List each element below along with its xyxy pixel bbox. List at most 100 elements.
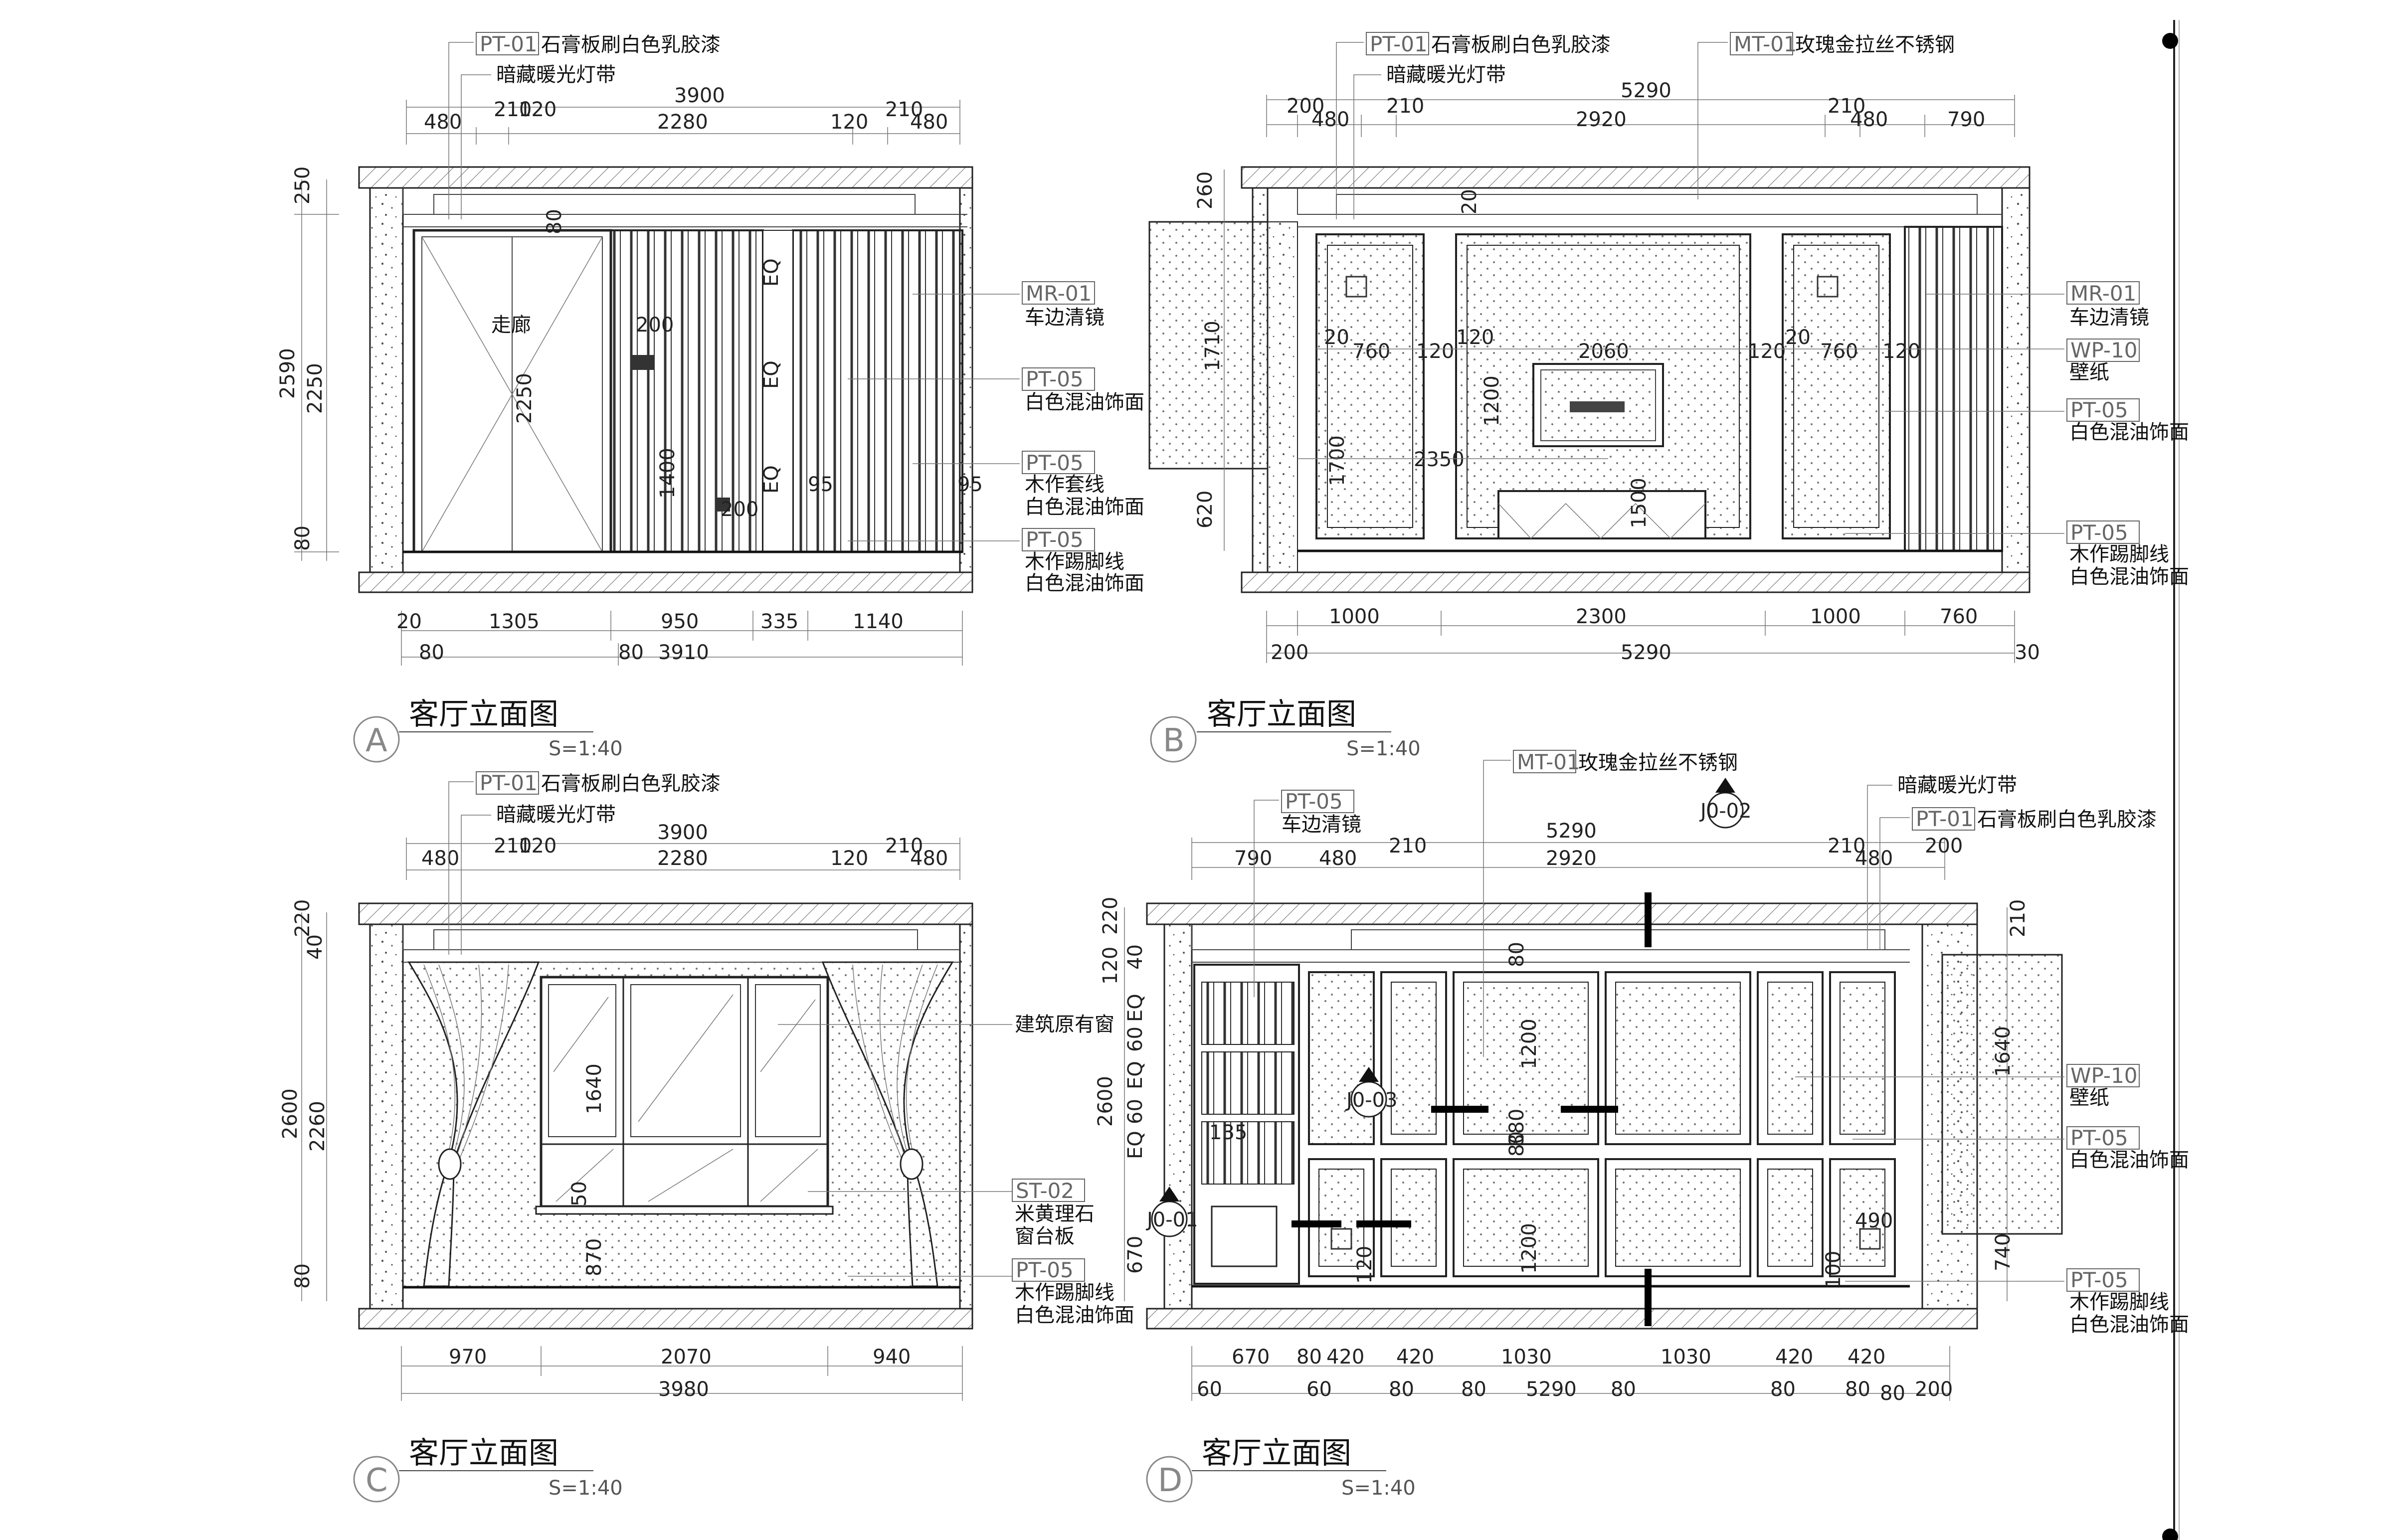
dim-overall: 3900 [674,84,725,107]
inner-dims-d: 80 1200 880 80 1200 120 490 100 [1353,942,1893,1289]
material-code: PT-01 [480,771,538,795]
dimension-label: 40 [1124,944,1147,970]
ceiling-slab [1241,166,2031,189]
dim-inner: EQ [760,258,783,287]
callout-text: 木作踢脚线 [1015,1281,1114,1304]
dimension-label: 60 [1197,1378,1222,1401]
material-code: MR-01 [2070,281,2136,306]
dimension-label: 420 [1396,1346,1434,1369]
dimension-label: 670 [1232,1346,1270,1369]
callout-text: 玫瑰金拉丝不锈钢 [1795,33,1955,56]
dim-left: 2250 [304,363,327,414]
title-block-a: A 客厅立面图 S=1:40 [353,697,623,763]
dim-left: 2590 [276,348,299,399]
elevation-id: A [366,722,387,759]
elevation-d: J0-02 J0-03 J0-01 5290 790 480 210 2920 … [1094,750,2189,1503]
dimension-label: 客厅立面图 [409,1436,558,1471]
callout-text: 玫瑰金拉丝不锈钢 [1578,751,1738,774]
dimension-label: 940 [873,1346,911,1369]
dimension-label: 670 [1124,1236,1147,1274]
callout-text: 白色混油饰面 [1015,1304,1134,1327]
dimension-label: S=1:40 [1346,737,1421,760]
dimension-label: 880 [1505,1109,1528,1147]
inner-dims-b: 20 20 760 120 120 2060 120 760 120 20 17… [1297,189,1920,528]
dimension-label: 60 [1124,1099,1147,1124]
dimension-label: S=1:40 [1341,1477,1416,1500]
dim-inner: EQ [760,465,783,494]
material-code: ST-02 [1016,1179,1074,1203]
material-code: PT-05 [2070,1268,2128,1292]
dimension-label: 790 [1947,108,1985,131]
dimension-label: 210 [1386,95,1424,118]
dimension-label: 2920 [1576,108,1627,131]
dimension-label: 210 [1389,835,1427,857]
existing-window [540,976,829,1208]
dimension-label: 210 [1828,95,1865,118]
dimension-label: 80 [1461,1378,1486,1401]
dimension-label: 220 [1099,897,1122,935]
callout-text: 白色混油饰面 [1025,496,1144,518]
dimension-label: 120 [1748,340,1786,363]
dim-top: 120 [519,98,556,121]
dimension-label: 5290 [1546,820,1597,843]
dimension-label: 80 [1389,1378,1414,1401]
elevation-c: 3900 480 210 120 2280 120 210 480 220 40… [279,771,1134,1503]
callout-text: 壁纸 [2069,1086,2109,1109]
dim-inner: 2250 [513,373,536,424]
bottom-dims-d: 670 80 420 420 1030 1030 420 420 60 60 8… [1191,1346,1953,1405]
dimension-label: 2600 [1094,1076,1117,1127]
callout-text: 建筑原有窗 [1015,1013,1114,1036]
dimension-label: 50 [568,1181,591,1206]
callout-text: 木作踢脚线 [1025,550,1124,573]
ceiling-slab [358,166,973,189]
material-code: PT-05 [2070,1126,2128,1150]
dimension-label: 1200 [1518,1223,1541,1274]
dimension-label: 80 [1845,1378,1870,1401]
dimension-label: 790 [1234,847,1272,870]
callout-text: 暗藏暖光灯带 [496,63,616,86]
top-dims-a: 3900 480 210 120 2280 120 210 480 [406,84,960,145]
top-dims-d: 5290 790 480 210 2920 210 480 200 [1191,820,1963,880]
inner-dims-c: 1640 50 870 [568,1063,606,1276]
dimension-label: 80 [1880,1382,1905,1405]
dimension-label: 80 [1770,1378,1796,1401]
callout-text: 白色混油饰面 [2069,421,2189,444]
dimension-label: 120 [1099,947,1122,985]
dim-bottom: 950 [661,610,699,633]
dimension-label: 20 [1785,326,1811,349]
dim-top: 210 [494,98,532,121]
left-wall [369,923,404,1310]
wall-panels-d [1308,971,1896,1277]
bottom-dims-c: 970 2070 940 3980 [401,1346,963,1401]
dimension-label: 760 [1352,340,1390,363]
dimension-label: 5290 [1526,1378,1577,1401]
dimension-label: 120 [1882,340,1920,363]
dimension-label: 1710 [1201,321,1224,371]
dimension-label: 210 [885,835,923,857]
material-code: PT-05 [2070,398,2128,422]
dim-top: 120 [830,111,868,134]
left-wall [1163,923,1193,1310]
dimension-label: 2920 [1546,847,1597,870]
material-code: PT-05 [1016,1258,1074,1282]
dim-bottom: 3910 [658,641,709,664]
dimension-label: 200 [1925,835,1963,857]
dimension-label: 480 [1855,847,1893,870]
dimension-label: 120 [1456,326,1494,349]
dimension-label: 2060 [1578,340,1629,363]
dimension-label: 3900 [657,821,708,844]
dimension-label: 620 [1194,491,1217,528]
material-code: MT-01 [1734,32,1797,56]
bottom-dims-b: 1000 2300 1000 760 200 5290 30 [1266,605,2040,664]
floor-slab [1241,571,2031,593]
callout-text: 石膏板刷白色乳胶漆 [1431,33,1611,56]
material-code: PT-05 [1026,451,1084,475]
dim-bottom: 1140 [853,610,904,633]
wall-panel [1315,233,1425,539]
dimension-label: 1000 [1329,605,1380,628]
material-code: PT-05 [1285,789,1343,814]
right-wall [2001,187,2031,573]
wall-panel [1782,233,1891,539]
dimension-label: 490 [1855,1209,1893,1232]
dimension-label: 20 [1324,326,1349,349]
